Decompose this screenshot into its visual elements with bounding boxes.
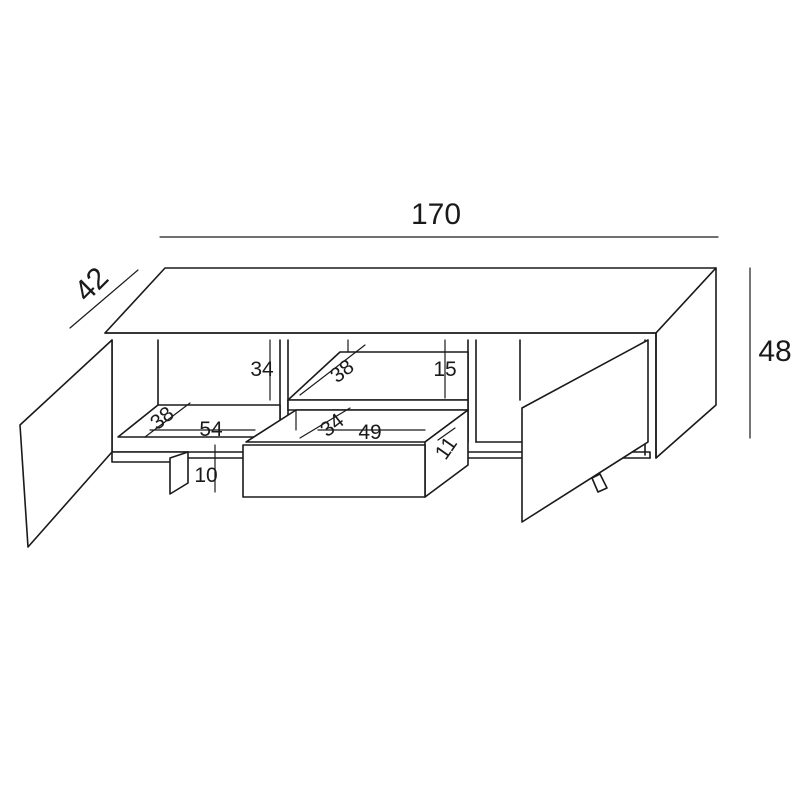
left-door [19, 339, 113, 548]
left-pullout-tray [111, 444, 216, 495]
left-depth-guide [144, 402, 191, 438]
right-door [521, 339, 649, 523]
center-upper-height-label: 15 [433, 358, 456, 381]
width-label: 170 [411, 198, 461, 231]
cabinet-front-top-edge [104, 332, 657, 459]
height-label: 48 [758, 335, 791, 368]
left-shelf [117, 404, 281, 438]
cabinet-foot [591, 473, 608, 493]
left-shelf-width-label: 54 [199, 418, 223, 441]
cabinet-top [104, 267, 717, 334]
dimension-lines [69, 236, 751, 439]
drawer-width-label: 49 [358, 421, 381, 444]
drawer-height-guide [437, 427, 456, 441]
drawer-depth-guide [299, 407, 351, 439]
left-tray-front [169, 451, 189, 495]
left-compartment-height-label: 34 [250, 358, 274, 381]
depth-label: 42 [68, 261, 115, 308]
center-depth-guide [299, 344, 366, 396]
depth-dimension-line [69, 269, 139, 329]
interior-guides [144, 339, 456, 441]
center-shelf [287, 399, 469, 411]
open-drawer [242, 409, 469, 498]
left-drawer-height-label: 10 [194, 464, 217, 487]
drawer-front [242, 444, 426, 498]
